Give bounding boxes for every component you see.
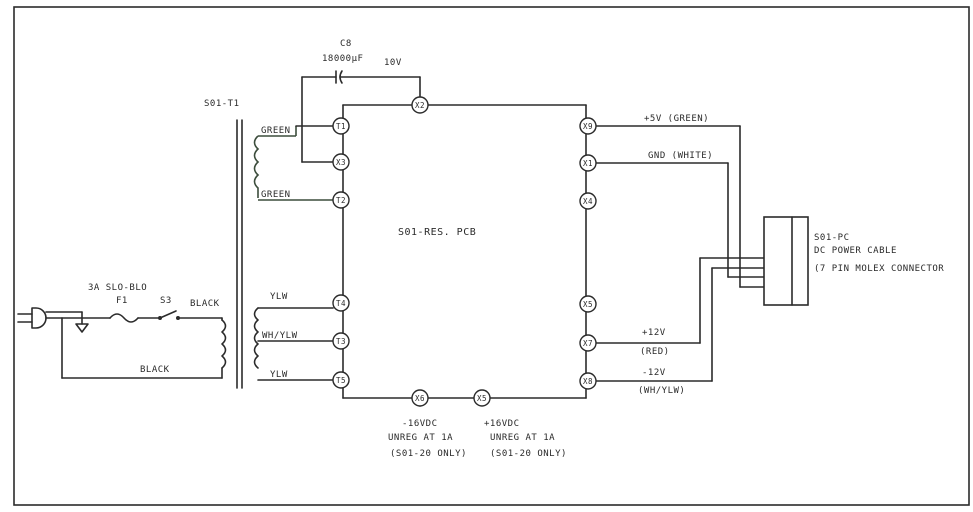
cable-connector: (7 PIN MOLEX CONNECTOR <box>814 264 944 274</box>
secondary-coil-yellow <box>253 307 259 369</box>
svg-text:X5: X5 <box>583 300 593 309</box>
wire-label-red: (RED) <box>640 347 670 357</box>
drawing-border <box>13 6 970 506</box>
svg-text:X4: X4 <box>583 197 593 206</box>
pcb-board: S01-RES. PCB <box>342 104 587 399</box>
output-left-unreg: UNREG AT 1A <box>388 433 453 443</box>
wire-label-gnd: GND (WHITE) <box>648 151 713 161</box>
capacitor-c8: C8 18000µF 10V <box>301 39 421 163</box>
svg-text:T2: T2 <box>336 196 346 205</box>
svg-text:X9: X9 <box>583 122 593 131</box>
capacitor-value: 18000µF <box>322 54 363 64</box>
terminal-x8: X8 <box>579 372 597 390</box>
terminal-x3: X3 <box>332 153 350 171</box>
terminal-x4: X4 <box>579 192 597 210</box>
output-right-unreg: UNREG AT 1A <box>490 433 555 443</box>
output-right-voltage: +16VDC <box>484 419 520 429</box>
svg-text:X3: X3 <box>336 158 346 167</box>
dc-power-cable: S01-PC DC POWER CABLE (7 PIN MOLEX CONNE… <box>763 216 944 306</box>
terminal-x7: X7 <box>579 334 597 352</box>
cable-name: DC POWER CABLE <box>814 246 897 256</box>
capacitor-voltage: 10V <box>384 58 402 68</box>
wire-label-plus12: +12V <box>642 328 666 338</box>
wire-label-black-bottom: BLACK <box>140 365 170 375</box>
svg-text:X8: X8 <box>583 377 593 386</box>
wire-label-wh-ylw: WH/YLW <box>262 331 298 341</box>
terminal-t5: T5 <box>332 371 350 389</box>
wire-label-minus12: -12V <box>642 368 666 378</box>
switch-s3 <box>159 310 177 319</box>
svg-text:X1: X1 <box>583 159 593 168</box>
output-right-note: (S01-20 ONLY) <box>490 449 567 459</box>
terminal-x9: X9 <box>579 117 597 135</box>
fuse-rating: 3A SLO-BLO <box>88 283 147 293</box>
svg-text:X6: X6 <box>415 394 425 403</box>
terminal-t3: T3 <box>332 332 350 350</box>
svg-text:X5: X5 <box>477 394 487 403</box>
terminal-t4: T4 <box>332 294 350 312</box>
wire-label-ylw-top: YLW <box>270 292 288 302</box>
terminal-t1: T1 <box>332 117 350 135</box>
fuse-ref: F1 <box>116 296 128 306</box>
ac-input-circuit: 3A SLO-BLO F1 S3 BLACK BLACK <box>17 283 223 379</box>
terminal-x5-right: X5 <box>579 295 597 313</box>
transformer-label: S01-T1 <box>204 99 240 109</box>
output-left-voltage: -16VDC <box>402 419 438 429</box>
wire-label-black-top: BLACK <box>190 299 220 309</box>
primary-coil <box>221 319 227 369</box>
svg-text:T1: T1 <box>336 122 346 131</box>
dc-output-wiring: +5V (GREEN) GND (WHITE) +12V (RED) -12V … <box>595 114 765 396</box>
terminal-x5-bottom: X5 <box>473 389 491 407</box>
wire-label-green-top: GREEN <box>261 126 291 136</box>
svg-text:X2: X2 <box>415 101 425 110</box>
wire-label-green-bottom: GREEN <box>261 190 291 200</box>
svg-text:X7: X7 <box>583 339 593 348</box>
capacitor-ref: C8 <box>340 39 352 49</box>
svg-text:T5: T5 <box>336 376 346 385</box>
wire-label-plus5: +5V (GREEN) <box>644 114 709 124</box>
transformer: S01-T1 <box>204 99 260 389</box>
output-left-note: (S01-20 ONLY) <box>390 449 467 459</box>
svg-text:T3: T3 <box>336 337 346 346</box>
terminal-x2: X2 <box>411 96 429 114</box>
terminal-t2: T2 <box>332 191 350 209</box>
secondary-coil-green <box>253 135 260 198</box>
terminal-x6: X6 <box>411 389 429 407</box>
pcb-label: S01-RES. PCB <box>398 227 476 238</box>
cable-ref: S01-PC <box>814 233 850 243</box>
wire-label-wh-ylw-out: (WH/YLW) <box>638 386 685 396</box>
switch-ref: S3 <box>160 296 172 306</box>
svg-text:T4: T4 <box>336 299 346 308</box>
wire-label-ylw-bottom: YLW <box>270 370 288 380</box>
fuse-f1 <box>109 313 139 323</box>
terminal-x1: X1 <box>579 154 597 172</box>
